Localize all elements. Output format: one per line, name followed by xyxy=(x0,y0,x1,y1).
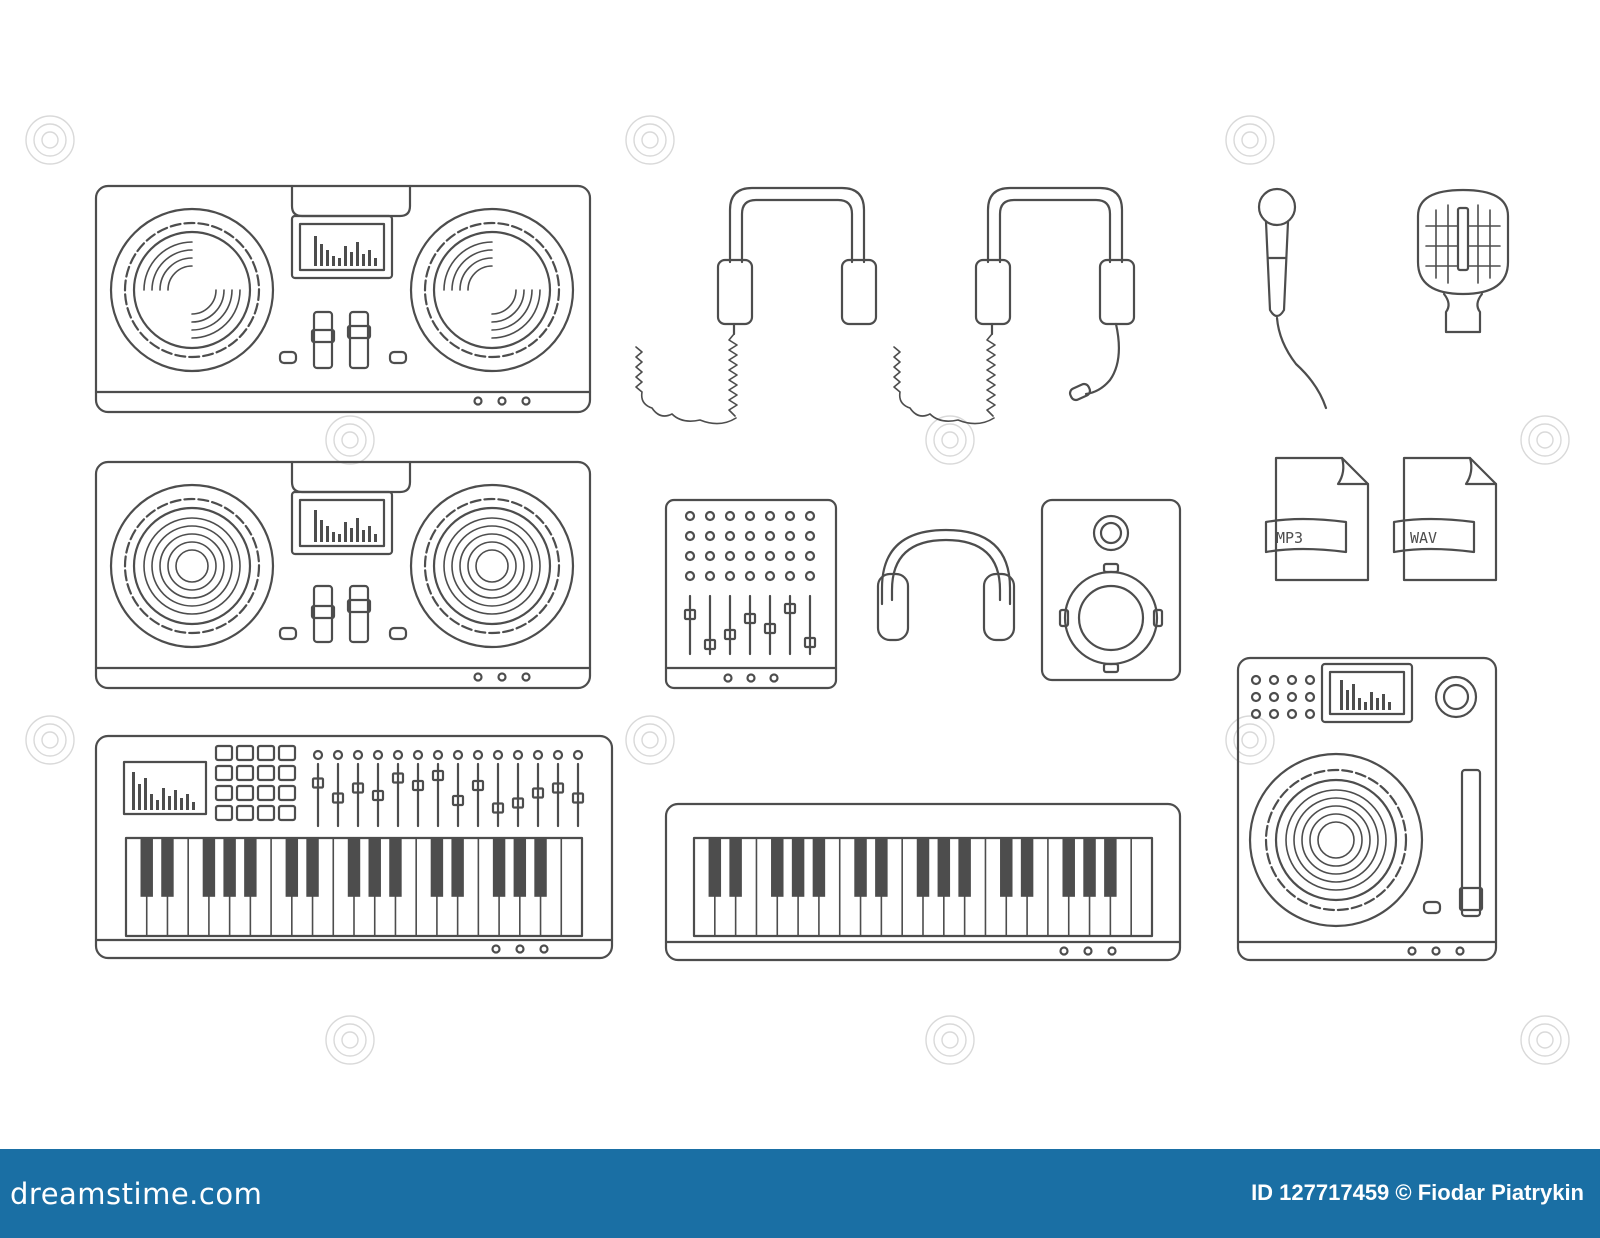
midi-knob xyxy=(512,749,524,761)
dj-controller-speaker-icon xyxy=(94,460,592,690)
studio-headphones-coiled-icon xyxy=(635,186,878,425)
midi-fader-cap xyxy=(531,787,545,799)
midi-knob xyxy=(352,749,364,761)
dj-controller-vinyl-icon xyxy=(94,184,592,414)
piano-black-key xyxy=(451,838,464,897)
piano-black-key xyxy=(492,838,506,897)
stock-footer-bar: dreamstime.com ID 127717459 © Fiodar Pia… xyxy=(0,1149,1600,1238)
piano-black-key xyxy=(916,838,930,897)
piano-black-key xyxy=(347,838,361,897)
piano-black-key xyxy=(1020,838,1034,897)
midi-fader-cap xyxy=(571,792,585,804)
piano-black-key xyxy=(285,838,299,897)
midi-fader-cap xyxy=(551,782,565,794)
midi-knob xyxy=(572,749,584,761)
midi-fader-cap xyxy=(371,789,385,802)
right-speaker-platter xyxy=(409,483,575,649)
piano-black-key xyxy=(708,838,722,897)
vintage-microphone-icon xyxy=(1416,188,1510,334)
piano-black-key xyxy=(306,838,319,897)
midi-knob xyxy=(532,749,544,761)
midi-controller-keyboard-icon xyxy=(94,734,614,960)
watermark-swirl-icon xyxy=(25,715,75,765)
watermark-swirl-icon xyxy=(625,715,675,765)
midi-fader-cap xyxy=(511,797,525,809)
right-platter xyxy=(409,207,575,373)
mp3-file-icon: MP3 xyxy=(1264,456,1370,582)
midi-knob xyxy=(332,749,344,761)
piano-black-key xyxy=(223,838,236,897)
midi-fader-cap xyxy=(311,777,325,789)
piano-black-key xyxy=(812,838,826,897)
watermark-swirl-icon xyxy=(25,115,75,165)
piano-black-key xyxy=(513,838,527,897)
brand-logo-text[interactable]: dreamstime.com xyxy=(10,1177,263,1211)
midi-fader-cap xyxy=(391,772,405,784)
piano-black-key xyxy=(791,838,805,897)
audio-mixer-icon xyxy=(664,498,838,690)
midi-fader-cap xyxy=(411,779,425,792)
piano-black-key xyxy=(368,838,381,897)
midi-fader-cap xyxy=(451,794,465,807)
midi-knob xyxy=(452,749,464,761)
headphones-icon xyxy=(876,528,1016,642)
piano-black-key xyxy=(1104,838,1117,897)
piano-black-key xyxy=(771,838,784,897)
piano-black-key xyxy=(937,838,951,897)
midi-knob xyxy=(312,749,324,761)
watermark-swirl-icon xyxy=(925,1015,975,1065)
studio-monitor-speaker-icon xyxy=(1040,498,1182,682)
piano-black-key xyxy=(875,838,888,897)
music-equipment-line-icons: MP3 WAV xyxy=(25,115,1570,1065)
piano-black-key xyxy=(1000,838,1013,897)
midi-fader-cap xyxy=(351,782,365,794)
piano-black-key xyxy=(1083,838,1096,897)
midi-knob xyxy=(392,749,404,761)
midi-fader-cap xyxy=(431,769,445,782)
midi-knob xyxy=(432,749,444,761)
watermark-swirl-icon xyxy=(1520,415,1570,465)
single-deck-controller-icon xyxy=(1236,656,1498,962)
midi-knob xyxy=(472,749,484,761)
handheld-microphone-icon xyxy=(1257,187,1328,410)
midi-knob xyxy=(492,749,504,761)
piano-black-key xyxy=(244,838,257,897)
piano-black-key xyxy=(430,838,444,897)
piano-black-key xyxy=(1062,838,1075,897)
watermark-pattern xyxy=(25,115,1570,1065)
watermark-swirl-icon xyxy=(1225,115,1275,165)
midi-knob xyxy=(412,749,424,761)
mp3-label: MP3 xyxy=(1276,529,1303,547)
midi-fader-cap xyxy=(331,792,345,804)
image-credit: ID 127717459 © Fiodar Piatrykin xyxy=(1251,1180,1584,1205)
piano-black-key xyxy=(389,838,402,897)
piano-keyboard-icon xyxy=(664,802,1182,962)
piano-black-key xyxy=(729,838,742,897)
left-speaker-platter xyxy=(109,483,275,649)
watermark-swirl-icon xyxy=(325,1015,375,1065)
midi-knob xyxy=(552,749,564,761)
midi-fader-cap xyxy=(471,779,485,792)
piano-black-key xyxy=(161,838,174,897)
watermark-swirl-icon xyxy=(625,115,675,165)
midi-knob xyxy=(372,749,384,761)
midi-fader-cap xyxy=(491,802,505,814)
watermark-swirl-icon xyxy=(1520,1015,1570,1065)
watermark-swirl-icon xyxy=(1225,715,1275,765)
watermark-swirl-icon xyxy=(325,415,375,465)
watermark-swirl-icon xyxy=(925,415,975,465)
piano-black-key xyxy=(534,838,547,897)
headset-with-microphone-icon xyxy=(893,186,1136,425)
wav-file-icon: WAV xyxy=(1392,456,1498,582)
piano-black-key xyxy=(140,838,153,897)
piano-black-key xyxy=(202,838,216,897)
wav-label: WAV xyxy=(1410,529,1437,547)
piano-black-key xyxy=(958,838,971,897)
left-platter xyxy=(109,207,275,373)
piano-black-key xyxy=(854,838,867,897)
